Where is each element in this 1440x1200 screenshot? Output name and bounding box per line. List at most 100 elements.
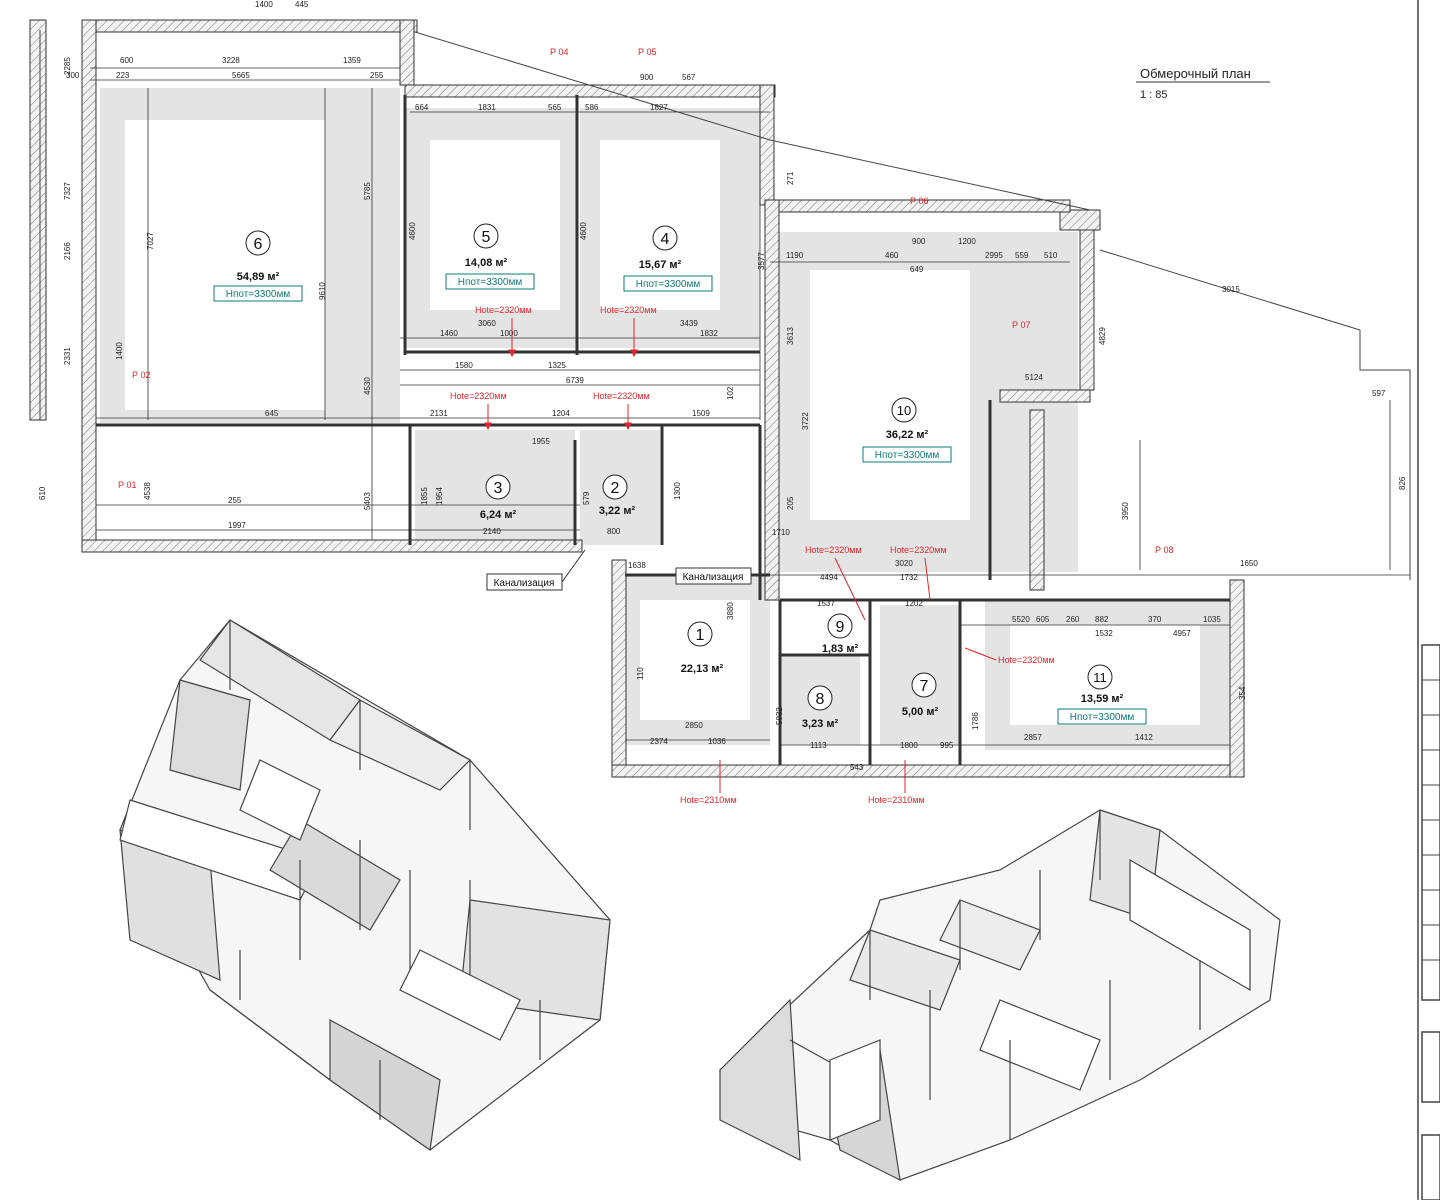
dim-label: 1537 [817,599,835,608]
ceiling-height-badge: Нпот=3300мм [226,289,291,300]
dim-label: 995 [940,741,954,750]
opening-markers: Р 01 Р 02 Р 04 Р 05 Р 06 Р 07 Р 08 [118,47,1174,555]
dim-label: 260 [1066,615,1080,624]
dim-label: 4530 [363,377,372,395]
note-arrows [484,318,997,793]
dim-label: 1580 [455,361,473,370]
sewer-labels: Канализация Канализация [486,549,752,591]
dim-label: 5124 [1025,373,1043,382]
marker-p08: Р 08 [1155,545,1174,555]
plan-title: Обмерочный план [1140,66,1251,81]
dim-label: 110 [636,667,645,680]
dim-label: 2285 [63,57,72,75]
door-height-note: Нote=2320мм [890,545,947,555]
dim-label: 1710 [772,528,790,537]
room-number: 8 [816,691,825,708]
dimension-lines [90,67,1410,746]
dim-label: 354 [1238,686,1247,700]
room-11: 11 13,59 м² Нпот=3300мм [1057,664,1147,725]
dim-label: 4600 [579,222,588,240]
dimension-labels: 1400 445 600 3228 1359 5665 223 300 255 … [38,0,1407,772]
dim-label: 645 [265,409,279,418]
dim-label: 2331 [63,347,72,365]
dim-label: 1800 [900,741,918,750]
inner-walls [96,95,1230,765]
room-6: 6 54,89 м² Нпот=3300мм [213,230,303,302]
dim-label: 543 [850,763,864,772]
dim-label: 3950 [1121,502,1130,520]
marker-p05: Р 05 [638,47,657,57]
dim-label: 800 [607,527,621,536]
dim-label: 579 [582,491,591,505]
axonometric-view-right [719,809,1281,1182]
room-number: 9 [836,619,845,636]
door-height-note: Нote=2320мм [475,305,532,315]
dim-label: 900 [640,73,654,82]
marker-p01: Р 01 [118,480,137,490]
dim-label: 1202 [905,599,923,608]
door-height-note: Нote=2320мм [593,391,650,401]
room-2: 2 3,22 м² [599,474,636,517]
dim-label: 4538 [143,482,152,500]
room-number: 1 [696,627,705,644]
dim-label: 3015 [1222,285,1240,294]
dim-label: 1786 [971,712,980,730]
room-area: 15,67 м² [639,259,682,271]
marker-p06: Р 06 [910,196,929,206]
room-10: 10 36,22 м² Нпот=3300мм [862,397,952,463]
dim-label: 567 [682,73,696,82]
dim-label: 1460 [440,329,458,338]
room-5: 5 14,08 м² Нпот=3300мм [445,223,535,290]
dim-label: 2131 [430,409,448,418]
dim-label: 6739 [566,376,584,385]
dim-label: 9610 [318,282,327,300]
dim-label: 4957 [1173,629,1191,638]
room-area: 13,59 м² [1081,693,1124,705]
room-number: 10 [897,403,911,418]
dim-label: 7027 [146,232,155,250]
dim-label: 565 [548,103,562,112]
dim-label: 1954 [435,487,444,505]
dim-label: 1855 [420,487,429,505]
dim-label: 445 [295,0,309,9]
dim-label: 4829 [1098,327,1107,345]
dim-label: 4600 [408,222,417,240]
room-area: 3,22 м² [599,505,636,517]
room-4: 4 15,67 м² Нпот=3300мм [623,225,713,292]
balcony-outline [39,30,1411,580]
dim-label: 1732 [900,573,918,582]
door-height-note: Нote=2310мм [868,795,925,805]
door-height-note: Нote=2320мм [600,305,657,315]
dim-label: 3577 [757,252,766,270]
dim-label: 1827 [650,103,668,112]
dim-label: 2995 [985,251,1003,260]
dim-label: 664 [415,103,429,112]
room-number: 11 [1093,670,1107,685]
dim-label: 3613 [786,327,795,345]
ceiling-height-badge: Нпот=3300мм [875,450,940,461]
dim-label: 1325 [548,361,566,370]
dim-label: 255 [228,496,242,505]
dim-label: 1204 [552,409,570,418]
sewer-label: Канализация [683,572,744,583]
dim-label: 300 [66,71,80,80]
dim-label: 597 [1372,389,1386,398]
room-8: 8 3,23 м² [802,685,838,730]
dim-label: 5520 [1012,615,1030,624]
dim-label: 2857 [1024,733,1042,742]
dim-label: 1997 [228,521,246,530]
dim-label: 1113 [810,741,827,750]
dim-label: 1532 [1095,629,1113,638]
dim-label: 5403 [363,492,372,510]
room-7: 7 5,00 м² [902,672,939,718]
dim-label: 1955 [532,437,550,446]
dim-label: 1831 [478,103,496,112]
dim-label: 900 [912,237,926,246]
dim-label: 826 [1398,476,1407,490]
dim-label: 102 [726,386,735,400]
room-area: 1,83 м² [822,643,859,655]
dim-label: 882 [1095,615,1109,624]
dim-label: 5665 [232,71,250,80]
dim-label: 1400 [115,342,124,360]
room-area: 5,00 м² [902,706,939,718]
